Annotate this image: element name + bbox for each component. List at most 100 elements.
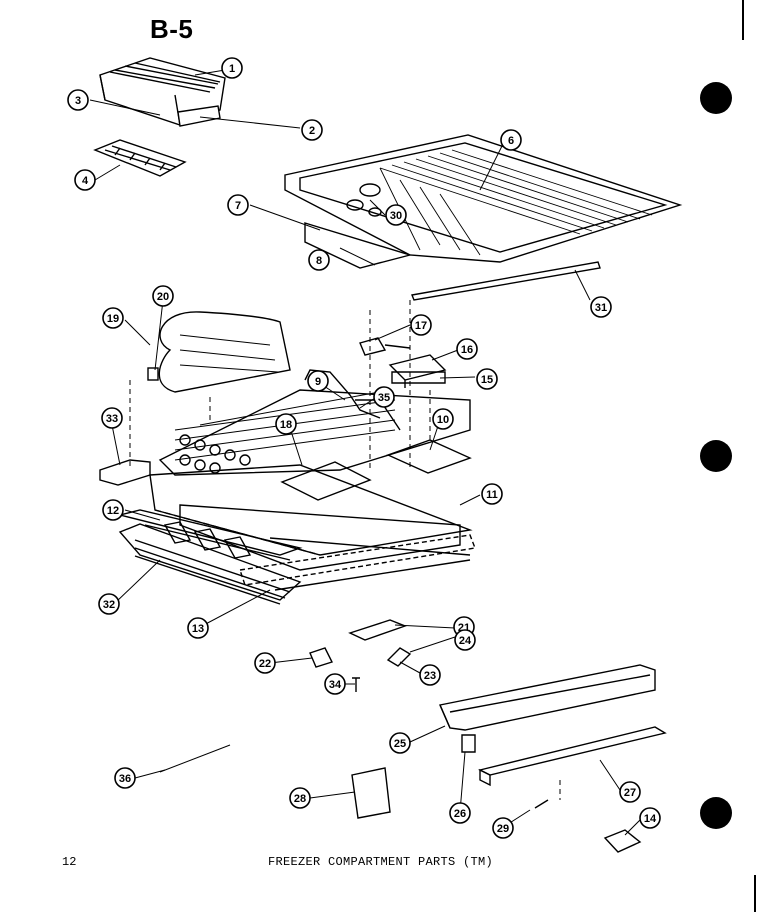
callout-11: 11 bbox=[481, 483, 503, 505]
svg-text:32: 32 bbox=[103, 599, 115, 611]
alignment-lines bbox=[129, 300, 561, 800]
svg-text:16: 16 bbox=[461, 344, 473, 356]
callout-33: 33 bbox=[101, 407, 123, 429]
page-number: 12 bbox=[62, 855, 77, 869]
page-caption: FREEZER COMPARTMENT PARTS (TM) bbox=[268, 855, 494, 869]
control-box bbox=[388, 354, 447, 388]
binder-hole-bottom bbox=[700, 797, 732, 829]
svg-text:12: 12 bbox=[107, 505, 119, 517]
leader-lines bbox=[89, 69, 641, 836]
callout-28: 28 bbox=[289, 787, 311, 809]
binder-hole-top bbox=[700, 82, 732, 114]
callout-24-marker: 24 bbox=[454, 629, 476, 651]
callout-27: 27 bbox=[619, 781, 641, 803]
svg-text:36: 36 bbox=[119, 773, 131, 785]
callout-1: 1 bbox=[221, 57, 243, 79]
callout-18: 18 bbox=[275, 413, 297, 435]
lamp-socket-23 bbox=[386, 647, 412, 667]
svg-text:1: 1 bbox=[229, 63, 235, 75]
svg-text:7: 7 bbox=[235, 200, 241, 212]
callout-34: 34 bbox=[324, 673, 346, 695]
svg-text:8: 8 bbox=[316, 255, 322, 267]
ice-tray-assembly bbox=[99, 57, 226, 127]
callout-30: 30 bbox=[385, 204, 407, 226]
thermostat-bulb bbox=[359, 337, 411, 356]
callout-4: 4 bbox=[74, 169, 96, 191]
svg-text:18: 18 bbox=[280, 419, 292, 431]
svg-text:11: 11 bbox=[486, 489, 498, 501]
callout-31: 31 bbox=[590, 296, 612, 318]
callout-26: 26 bbox=[449, 802, 471, 824]
bracket-21 bbox=[348, 619, 407, 641]
callout-14: 14 bbox=[639, 807, 661, 829]
callout-35: 35 bbox=[373, 386, 395, 408]
shelf-rail bbox=[411, 261, 601, 301]
callout-19: 19 bbox=[102, 307, 124, 329]
callout-markers: 1 3 2 4 6 7 30 8 31 20 19 17 16 15 9 35 … bbox=[67, 57, 661, 839]
callout-8: 8 bbox=[308, 249, 330, 271]
svg-text:14: 14 bbox=[644, 813, 657, 825]
page-edge-top bbox=[742, 0, 744, 40]
foot-14 bbox=[603, 829, 642, 853]
front-grille bbox=[118, 523, 302, 605]
svg-text:27: 27 bbox=[624, 787, 636, 799]
bottom-tray-frame bbox=[239, 534, 476, 591]
callout-20: 20 bbox=[152, 285, 174, 307]
rail-26 bbox=[461, 734, 476, 753]
heater-clip bbox=[147, 367, 159, 381]
callout-9: 9 bbox=[307, 370, 329, 392]
svg-text:26: 26 bbox=[454, 808, 466, 820]
callout-16: 16 bbox=[456, 338, 478, 360]
callout-25: 25 bbox=[389, 732, 411, 754]
svg-text:3: 3 bbox=[75, 95, 81, 107]
bracket-33 bbox=[99, 459, 151, 486]
freezer-shelf bbox=[284, 134, 683, 269]
svg-text:28: 28 bbox=[294, 793, 306, 805]
svg-text:2: 2 bbox=[309, 125, 315, 137]
svg-text:6: 6 bbox=[508, 135, 514, 147]
svg-text:24: 24 bbox=[459, 635, 472, 647]
callout-12: 12 bbox=[102, 499, 124, 521]
svg-text:30: 30 bbox=[390, 210, 402, 222]
svg-text:23: 23 bbox=[424, 670, 436, 682]
svg-text:33: 33 bbox=[106, 413, 118, 425]
air-duct bbox=[119, 509, 303, 561]
callout-7: 7 bbox=[227, 194, 249, 216]
cord-36 bbox=[159, 744, 231, 773]
svg-text:19: 19 bbox=[107, 313, 119, 325]
pad-18 bbox=[280, 461, 372, 501]
plate-28 bbox=[351, 767, 391, 819]
svg-text:25: 25 bbox=[394, 738, 406, 750]
callout-36: 36 bbox=[114, 767, 136, 789]
callout-15: 15 bbox=[476, 368, 498, 390]
callout-17: 17 bbox=[410, 314, 432, 336]
callout-6: 6 bbox=[500, 129, 522, 151]
svg-text:17: 17 bbox=[415, 320, 427, 332]
crisper-cover-25 bbox=[439, 664, 656, 731]
screw-34 bbox=[352, 677, 360, 692]
svg-text:13: 13 bbox=[192, 623, 204, 635]
callout-32: 32 bbox=[98, 593, 120, 615]
svg-text:29: 29 bbox=[497, 823, 509, 835]
callout-3: 3 bbox=[67, 89, 89, 111]
callout-13: 13 bbox=[187, 617, 209, 639]
svg-text:31: 31 bbox=[595, 302, 607, 314]
callout-23: 23 bbox=[419, 664, 441, 686]
binder-hole-middle bbox=[700, 440, 732, 472]
freezer-floor-frame bbox=[149, 464, 473, 571]
svg-text:35: 35 bbox=[378, 392, 390, 404]
defrost-heater bbox=[158, 311, 291, 393]
svg-text:4: 4 bbox=[82, 175, 89, 187]
callout-2: 2 bbox=[301, 119, 323, 141]
svg-text:34: 34 bbox=[329, 679, 342, 691]
callout-22: 22 bbox=[254, 652, 276, 674]
switch-22 bbox=[309, 647, 333, 668]
callout-29: 29 bbox=[492, 817, 514, 839]
rail-27 bbox=[477, 726, 667, 787]
diagram-title: B-5 bbox=[150, 14, 194, 44]
screw-29 bbox=[534, 799, 549, 809]
svg-text:20: 20 bbox=[157, 291, 169, 303]
svg-text:15: 15 bbox=[481, 374, 493, 386]
page-edge-bottom bbox=[754, 875, 756, 912]
